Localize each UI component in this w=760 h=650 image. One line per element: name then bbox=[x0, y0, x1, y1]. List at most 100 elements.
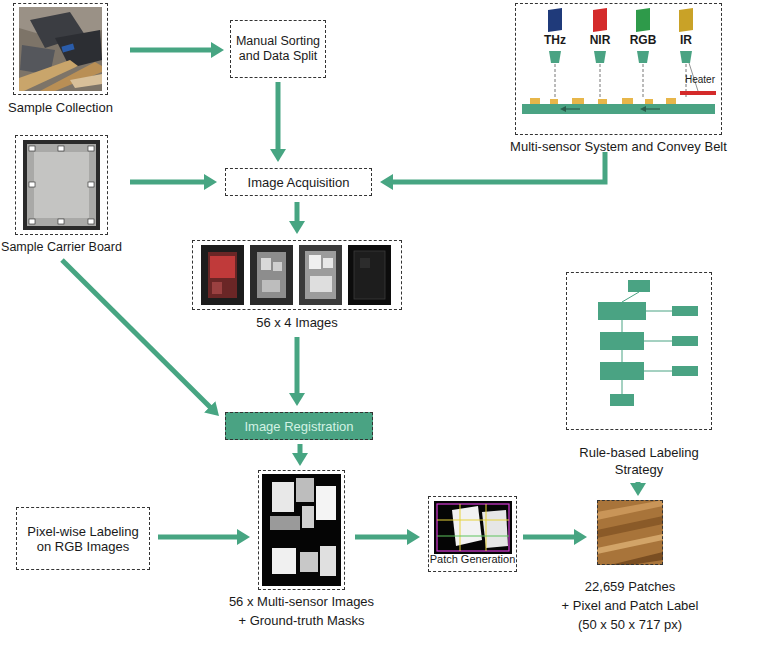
registered-image bbox=[272, 482, 294, 512]
flowchart-thumbnail bbox=[644, 371, 672, 372]
patch-grid bbox=[434, 501, 512, 554]
sensor-thumbnails bbox=[261, 258, 271, 270]
caption-text: 56 x 4 Images bbox=[192, 314, 402, 331]
sensor-thumbnails bbox=[348, 245, 391, 305]
sensor-thumbnails bbox=[201, 245, 244, 305]
box-text: Pixel-wise Labeling on RGB Images bbox=[21, 524, 145, 554]
patch-texture bbox=[597, 534, 663, 554]
multi-sensor-drawing bbox=[640, 106, 646, 112]
multi-sensor-drawing bbox=[643, 64, 644, 98]
multi-sensor-drawing bbox=[600, 64, 601, 98]
sensor-thumbnails bbox=[360, 258, 370, 268]
flowchart-thumbnail bbox=[628, 280, 650, 292]
caption-text: 56 x Multi-sensor Images bbox=[202, 592, 402, 611]
flowchart-thumbnail bbox=[598, 302, 646, 320]
sensor-thumbnails bbox=[309, 255, 321, 269]
image-node: Sample Carrier Board bbox=[15, 135, 108, 256]
flow-arrow bbox=[295, 337, 300, 394]
carrier-board bbox=[88, 146, 94, 151]
multi-sensor-drawing bbox=[679, 8, 693, 32]
multi-sensor-drawing bbox=[646, 108, 660, 109]
caption-text: Sample Collection bbox=[0, 99, 131, 116]
multi-sensor-drawing bbox=[549, 51, 561, 63]
multi-sensor-drawing bbox=[637, 51, 649, 63]
image-node: 56 x Multi-sensor Images+ Ground-truth M… bbox=[258, 470, 345, 630]
process-box: Pixel-wise Labeling on RGB Images bbox=[16, 507, 150, 570]
flow-arrow bbox=[158, 535, 238, 540]
sensor-label: Heater bbox=[670, 72, 730, 88]
sample-photo bbox=[19, 7, 102, 91]
multi-sensor-drawing bbox=[548, 8, 562, 32]
flow-arrow bbox=[355, 535, 408, 540]
flowchart-thumbnail bbox=[622, 292, 672, 394]
flowchart-thumbnail bbox=[622, 292, 639, 302]
flowchart-thumbnail bbox=[672, 336, 698, 346]
carrier-board bbox=[23, 140, 100, 230]
carrier-board bbox=[88, 182, 94, 187]
multi-sensor-drawing bbox=[555, 64, 556, 98]
sample-photo bbox=[19, 60, 78, 91]
multi-sensor-drawing bbox=[560, 106, 566, 112]
flow-arrow bbox=[392, 152, 605, 182]
multi-sensor-drawing bbox=[550, 99, 558, 104]
image-frame bbox=[15, 135, 108, 235]
multi-sensor-drawing bbox=[622, 98, 633, 104]
flow-arrow bbox=[298, 444, 303, 454]
flowchart-thumbnail bbox=[672, 366, 698, 376]
image-frame bbox=[192, 240, 402, 310]
patch-grid bbox=[486, 504, 487, 551]
patch-texture bbox=[597, 516, 663, 538]
flowchart-thumbnail bbox=[622, 350, 623, 362]
patch-grid bbox=[437, 536, 509, 537]
patch-grid bbox=[460, 504, 461, 551]
multi-sensor-drawing bbox=[594, 51, 606, 63]
image-node: Rule-based Labeling Strategy bbox=[566, 272, 712, 478]
sensor-thumbnails bbox=[250, 245, 293, 305]
carrier-board bbox=[29, 182, 35, 187]
process-box: Image Registration bbox=[225, 412, 373, 440]
flowchart-thumbnail bbox=[610, 394, 634, 406]
registered-image bbox=[262, 474, 341, 586]
patch-grid bbox=[437, 504, 509, 551]
patch-grid bbox=[434, 501, 512, 554]
caption-text: + Ground-truth Masks bbox=[202, 611, 402, 630]
sensor-thumbnails bbox=[323, 258, 333, 268]
process-box: Manual Sorting and Data Split bbox=[230, 20, 326, 78]
sample-photo bbox=[40, 62, 102, 91]
carrier-board bbox=[58, 146, 64, 151]
sensor-thumbnails bbox=[212, 282, 222, 294]
image-frame bbox=[566, 272, 712, 430]
multi-sensor-drawing bbox=[680, 51, 692, 63]
image-node: Sample Collection bbox=[13, 3, 108, 116]
sensor-label: IR bbox=[656, 32, 716, 48]
sample-photo bbox=[19, 7, 102, 91]
patch-grid bbox=[437, 520, 509, 521]
caption-text: Rule-based Labeling Strategy bbox=[569, 444, 709, 478]
image-frame bbox=[515, 3, 722, 135]
caption-text: Sample Carrier Board bbox=[0, 239, 137, 256]
registered-image bbox=[320, 546, 336, 576]
multi-sensor-drawing bbox=[572, 98, 584, 104]
box-text: Patch Generation bbox=[430, 552, 516, 567]
caption-text: 22,659 Patches bbox=[545, 577, 715, 596]
image-node: 56 x 4 Images bbox=[192, 240, 402, 331]
process-box: Image Acquisition bbox=[225, 168, 372, 196]
sensor-thumbnails bbox=[354, 251, 385, 299]
sensor-thumbnails bbox=[210, 256, 235, 278]
sample-photo bbox=[61, 44, 74, 53]
sample-photo bbox=[70, 74, 102, 88]
flow-arrow bbox=[636, 482, 641, 484]
multi-sensor-drawing bbox=[593, 8, 607, 32]
patch-texture bbox=[597, 500, 663, 565]
flowchart-thumbnail bbox=[622, 320, 623, 332]
caption-text: + Pixel and Patch Label (50 x 50 x 717 p… bbox=[552, 596, 708, 634]
image-node: 22,659 Patches+ Pixel and Patch Label (5… bbox=[597, 500, 663, 634]
multi-sensor-drawing bbox=[522, 8, 716, 114]
multi-sensor-drawing bbox=[645, 99, 653, 104]
carrier-board bbox=[27, 144, 96, 226]
process-box: Patch Generation bbox=[428, 496, 517, 572]
flowchart-thumbnail bbox=[600, 332, 644, 350]
carrier-board bbox=[29, 146, 35, 151]
